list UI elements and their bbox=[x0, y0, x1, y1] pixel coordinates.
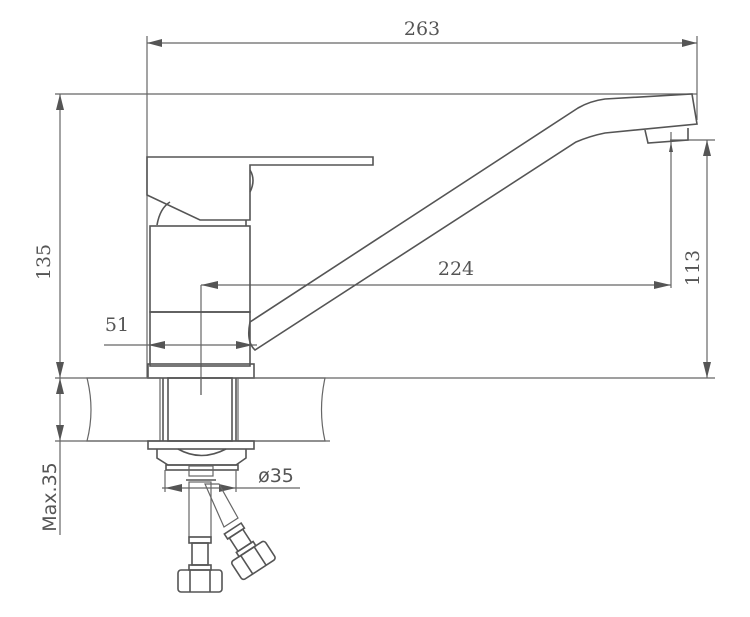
hex-nut-straight bbox=[177, 569, 223, 593]
lever-handle bbox=[146, 156, 374, 221]
dim-label-dia35: ø35 bbox=[258, 465, 294, 487]
dim-label-113: 113 bbox=[682, 250, 704, 286]
mounting-nut bbox=[147, 440, 255, 471]
supply-hoses bbox=[177, 465, 276, 593]
dim-label-max35: Max.35 bbox=[39, 462, 61, 532]
aerator bbox=[644, 128, 689, 144]
hex-nut-angled bbox=[231, 540, 276, 581]
dim-label-224: 224 bbox=[438, 258, 474, 280]
dimension-hole-diameter: ø35 bbox=[162, 465, 300, 492]
countertop-section bbox=[55, 377, 715, 442]
dim-label-263: 263 bbox=[404, 18, 440, 40]
dim-label-135: 135 bbox=[33, 244, 55, 280]
dimension-countertop-thickness: Max.35 bbox=[39, 378, 64, 535]
dimension-overall-height: 135 bbox=[33, 93, 697, 378]
dimension-spout-reach: 224 bbox=[200, 258, 671, 395]
dimension-body-width: 51 bbox=[104, 314, 257, 349]
spout bbox=[248, 93, 698, 352]
cartridge-body bbox=[149, 225, 251, 313]
dimension-spout-height: 113 bbox=[669, 132, 715, 378]
dimension-overall-length: 263 bbox=[146, 18, 698, 378]
dim-label-51: 51 bbox=[105, 314, 129, 336]
mounting-shank bbox=[167, 377, 233, 442]
hose-angled bbox=[204, 483, 239, 528]
